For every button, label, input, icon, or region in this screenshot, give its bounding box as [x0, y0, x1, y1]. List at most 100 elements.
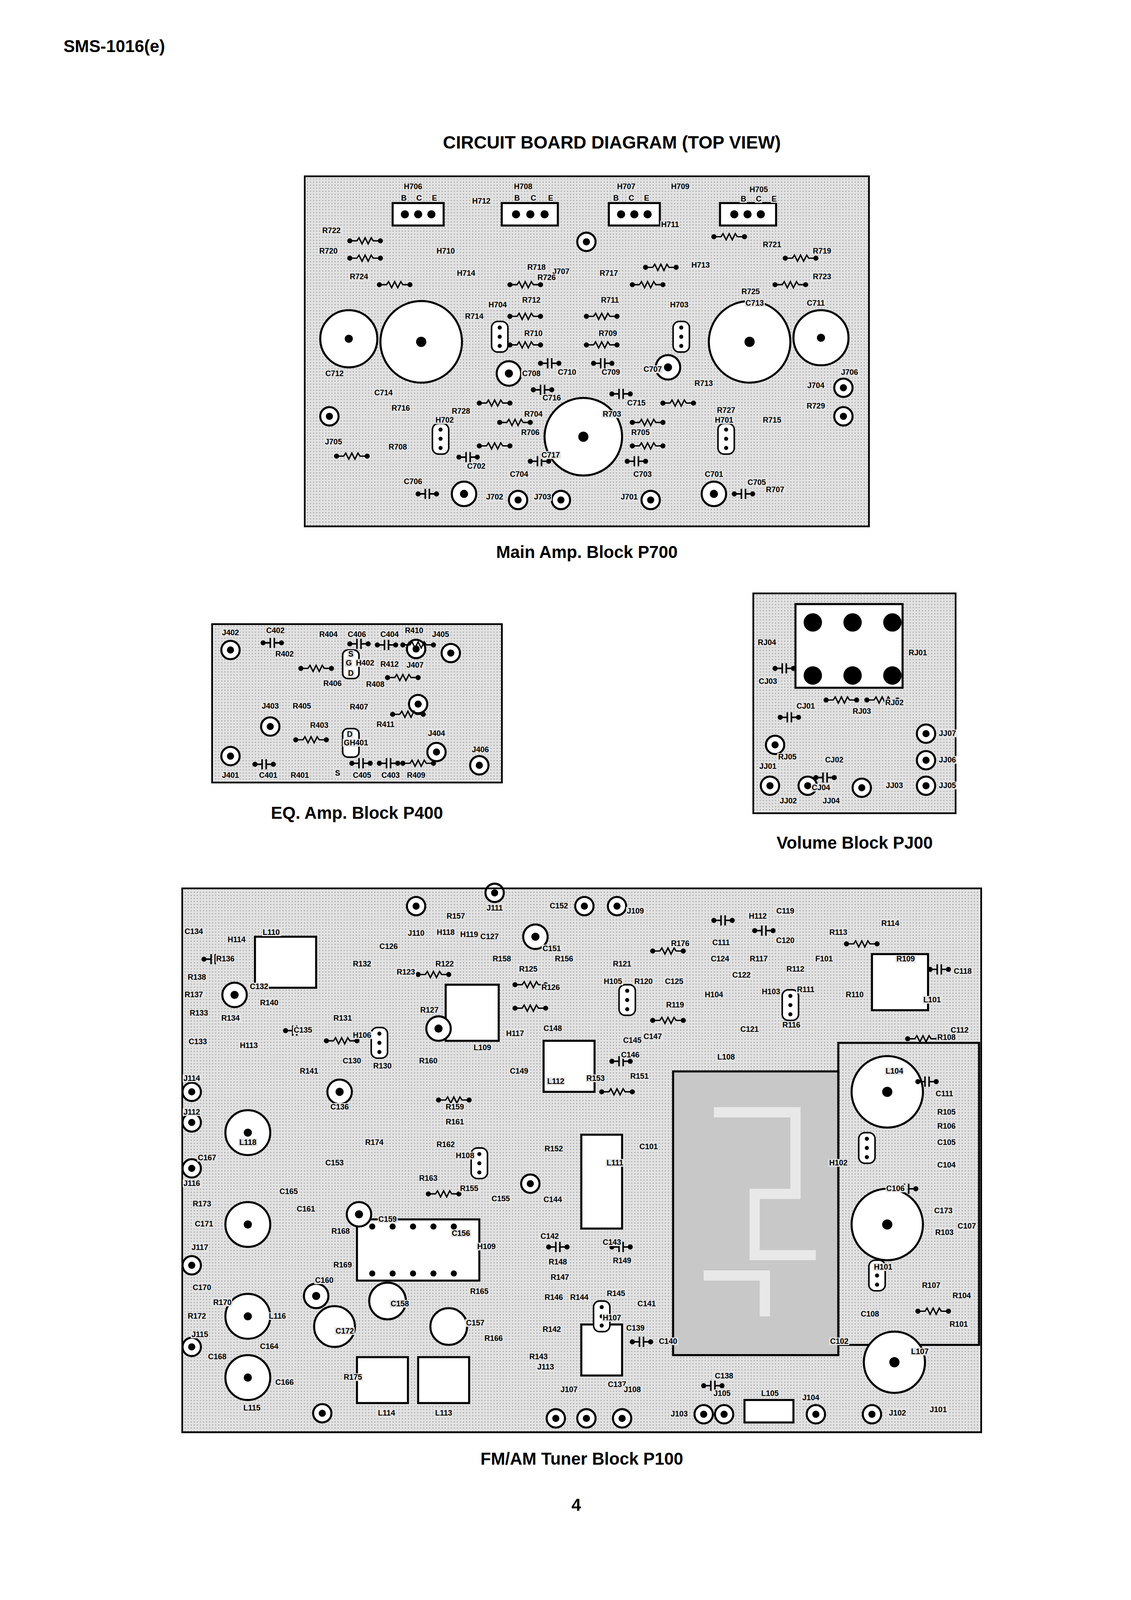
- component-label: C706: [402, 477, 423, 486]
- component-label: RJ05: [777, 752, 798, 761]
- component-label: J108: [622, 1385, 642, 1394]
- component-label: R110: [844, 990, 865, 999]
- component-label: R176: [670, 939, 691, 948]
- component-label: C709: [600, 368, 621, 377]
- component-label: C104: [936, 1160, 957, 1169]
- component-label: C405: [352, 771, 373, 779]
- component-label: C141: [636, 1299, 657, 1308]
- component-label: S: [334, 769, 342, 777]
- component-label: R725: [740, 287, 761, 296]
- component-label: R107: [921, 1281, 942, 1289]
- component-label: J404: [427, 729, 446, 738]
- component-label: R142: [541, 1325, 562, 1333]
- component-label: J407: [405, 661, 425, 669]
- board-block: Volume Block PJ00: [752, 592, 957, 852]
- document-code: SMS-1016(e): [63, 36, 166, 56]
- component-label: C715: [626, 399, 647, 407]
- diagram-title: CIRCUIT BOARD DIAGRAM (TOP VIEW): [443, 132, 782, 153]
- component-label: J113: [536, 1362, 555, 1371]
- component-label: RJ03: [851, 707, 872, 715]
- component-label: C164: [259, 1342, 280, 1350]
- component-label: H706: [402, 182, 423, 191]
- component-label: C145: [622, 1036, 643, 1044]
- component-label: C121: [739, 1025, 760, 1033]
- component-label: H104: [703, 990, 724, 999]
- component-label: JJ06: [938, 755, 957, 764]
- component-label: R728: [451, 407, 472, 415]
- component-label: R152: [543, 1144, 564, 1153]
- component-label: J116: [182, 1179, 202, 1187]
- component-label: C160: [314, 1276, 335, 1284]
- component-label: R405: [291, 702, 312, 710]
- component-label: C402: [265, 626, 286, 635]
- component-label: H103: [760, 987, 782, 996]
- component-label: R715: [761, 416, 782, 424]
- component-label: C108: [859, 1309, 881, 1318]
- component-label: R706: [520, 428, 541, 437]
- component-label: J101: [928, 1405, 948, 1414]
- component-label: C165: [278, 1187, 299, 1196]
- component-label: R705: [630, 428, 651, 437]
- component-label: L105: [760, 1389, 780, 1397]
- component-label: R404: [318, 630, 339, 639]
- component-label: R720: [318, 247, 339, 255]
- component-label: R713: [693, 379, 714, 388]
- component-label: C161: [295, 1204, 316, 1213]
- component-label: L110: [262, 928, 281, 936]
- component-label: L108: [716, 1052, 736, 1061]
- component-label: D: [347, 669, 355, 677]
- component-label: S: [347, 650, 355, 658]
- block-caption: EQ. Amp. Block P400: [271, 802, 444, 823]
- component-label: J401: [221, 771, 240, 779]
- component-label: R401: [289, 771, 310, 779]
- component-label: R149: [612, 1256, 633, 1265]
- component-label: C111: [711, 938, 731, 947]
- component-label: C170: [192, 1283, 213, 1292]
- component-label: R719: [811, 247, 832, 255]
- component-label: CJ02: [824, 755, 845, 764]
- component-label: H112: [747, 912, 768, 920]
- component-label: R169: [332, 1260, 353, 1269]
- component-label: R709: [597, 329, 618, 338]
- component-label: C: [415, 194, 423, 202]
- component-label: B: [612, 194, 620, 202]
- component-label: R165: [469, 1287, 490, 1295]
- component-label: C159: [377, 1215, 398, 1223]
- component-label: B: [400, 194, 408, 202]
- component-label: C403: [380, 771, 401, 779]
- component-label: CJ04: [810, 783, 831, 792]
- component-label: L118: [238, 1138, 258, 1146]
- board-outline: [181, 887, 983, 1433]
- component-label: H701: [714, 416, 735, 424]
- component-label: G: [344, 658, 353, 667]
- component-label: J114: [182, 1074, 202, 1082]
- component-label: H713: [690, 261, 711, 269]
- component-label: B: [739, 195, 747, 203]
- component-label: C708: [521, 369, 542, 378]
- component-label: C136: [329, 1102, 350, 1111]
- component-label: C106: [885, 1184, 906, 1193]
- component-label: R146: [543, 1293, 564, 1301]
- component-label: H709: [670, 182, 691, 191]
- component-label: C173: [933, 1206, 954, 1215]
- component-label: R125: [518, 964, 539, 973]
- component-label: C153: [324, 1158, 345, 1167]
- component-label: J102: [888, 1408, 907, 1417]
- component-label: J115: [190, 1330, 210, 1338]
- component-label: C172: [334, 1326, 355, 1335]
- component-label: L115: [242, 1403, 262, 1412]
- component-label: C158: [389, 1299, 410, 1308]
- component-label: J403: [260, 702, 280, 710]
- component-label: C105: [936, 1138, 957, 1146]
- component-label: J706: [839, 368, 859, 377]
- component-label: R170: [212, 1298, 233, 1306]
- component-label: J406: [470, 745, 490, 754]
- component-label: R711: [600, 296, 620, 304]
- component-label: H102: [828, 1158, 849, 1167]
- component-label: E: [431, 194, 438, 202]
- component-label: R155: [459, 1184, 480, 1193]
- component-label: JJ01: [758, 762, 778, 770]
- component-label: R717: [598, 269, 619, 277]
- component-label: R407: [349, 702, 370, 711]
- component-label: R708: [387, 443, 408, 451]
